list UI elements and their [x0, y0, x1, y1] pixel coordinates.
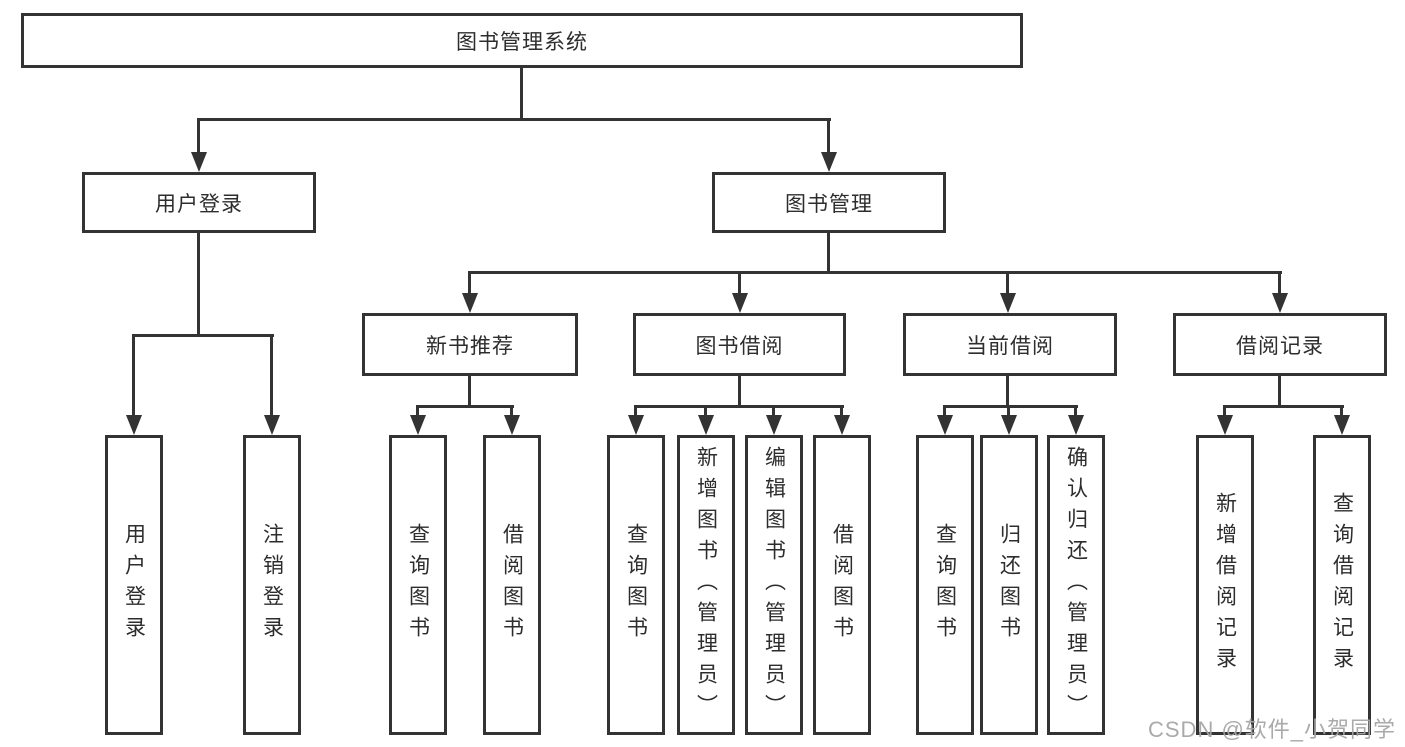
connector-line [738, 376, 741, 407]
node-new-book-recommend: 新书推荐 [362, 313, 578, 376]
connector-line [416, 405, 419, 417]
connector-line [840, 405, 843, 417]
leaf-query-books-3: 查询图书 [916, 435, 974, 735]
connector-line [468, 271, 1282, 274]
leaf-query-borrow-record: 查询借阅记录 [1313, 435, 1371, 735]
leaf-label: 编辑图书（管理员） [762, 445, 786, 725]
connector-line [132, 334, 135, 417]
connector-line [270, 334, 273, 417]
leaf-add-book-admin: 新增图书（管理员） [677, 435, 735, 735]
node-user-login: 用户登录 [82, 172, 316, 233]
connector-line [1006, 271, 1009, 295]
node-label: 当前借阅 [966, 334, 1054, 358]
leaf-label: 借阅图书 [500, 523, 524, 647]
connector-line [197, 233, 200, 336]
connector-line [1074, 405, 1077, 417]
node-label: 用户登录 [155, 192, 243, 216]
connector-line [634, 405, 844, 408]
connector-line [468, 271, 471, 295]
leaf-label: 新增借阅记录 [1213, 492, 1237, 678]
node-borrow-records: 借阅记录 [1173, 313, 1387, 376]
connector-line [1278, 271, 1281, 295]
leaf-query-books-1: 查询图书 [389, 435, 447, 735]
connector-arrow [1000, 293, 1016, 313]
leaf-label: 借阅图书 [830, 523, 854, 647]
connector-arrow [462, 293, 478, 313]
connector-arrow [937, 415, 953, 435]
connector-line [197, 118, 200, 154]
connector-arrow [766, 415, 782, 435]
connector-arrow [1068, 415, 1084, 435]
connector-line [704, 405, 707, 417]
leaf-label: 查询图书 [933, 523, 957, 647]
connector-line [416, 405, 514, 408]
connector-arrow [834, 415, 850, 435]
connector-arrow [126, 415, 142, 435]
leaf-return-book: 归还图书 [980, 435, 1038, 735]
connector-arrow [732, 293, 748, 313]
connector-line [520, 68, 523, 120]
connector-line [132, 334, 274, 337]
leaf-confirm-return-admin: 确认归还（管理员） [1047, 435, 1105, 735]
connector-arrow [504, 415, 520, 435]
leaf-label: 归还图书 [997, 523, 1021, 647]
leaf-query-books-2: 查询图书 [607, 435, 665, 735]
node-label: 图书管理系统 [456, 30, 588, 54]
node-label: 借阅记录 [1236, 334, 1324, 358]
leaf-label: 查询借阅记录 [1330, 492, 1354, 678]
leaf-label: 确认归还（管理员） [1064, 445, 1088, 725]
leaf-borrow-books-1: 借阅图书 [483, 435, 541, 735]
connector-arrow [821, 152, 837, 172]
node-book-borrowing: 图书借阅 [633, 313, 846, 376]
leaf-label: 用户登录 [122, 523, 146, 647]
connector-line [1223, 405, 1344, 408]
connector-line [1007, 405, 1010, 417]
connector-line [197, 118, 831, 121]
connector-line [1223, 405, 1226, 417]
leaf-logout: 注销登录 [243, 435, 301, 735]
connector-line [772, 405, 775, 417]
leaf-user-login: 用户登录 [105, 435, 163, 735]
connector-arrow [264, 415, 280, 435]
connector-arrow [410, 415, 426, 435]
connector-arrow [1217, 415, 1233, 435]
node-library-system: 图书管理系统 [21, 13, 1023, 68]
connector-arrow [191, 152, 207, 172]
connector-line [943, 405, 1078, 408]
connector-arrow [698, 415, 714, 435]
connector-line [738, 271, 741, 295]
connector-line [1340, 405, 1343, 417]
leaf-label: 注销登录 [260, 523, 284, 647]
leaf-borrow-books-2: 借阅图书 [813, 435, 871, 735]
leaf-label: 新增图书（管理员） [694, 445, 718, 725]
watermark: CSDN @软件_小贺同学 [1148, 717, 1397, 742]
node-label: 图书借阅 [695, 334, 784, 358]
node-book-management: 图书管理 [712, 172, 946, 233]
connector-line [827, 233, 830, 273]
leaf-add-borrow-record: 新增借阅记录 [1196, 435, 1254, 735]
connector-arrow [628, 415, 644, 435]
connector-line [468, 376, 471, 407]
connector-line [510, 405, 513, 417]
connector-arrow [1272, 293, 1288, 313]
connector-line [827, 118, 830, 154]
connector-line [634, 405, 637, 417]
connector-line [1278, 376, 1281, 407]
node-current-borrowing: 当前借阅 [903, 313, 1117, 376]
connector-arrow [1334, 415, 1350, 435]
node-label: 图书管理 [785, 192, 873, 216]
connector-line [1006, 376, 1009, 407]
node-label: 新书推荐 [426, 334, 514, 358]
leaf-label: 查询图书 [406, 523, 430, 647]
connector-line [943, 405, 946, 417]
leaf-edit-book-admin: 编辑图书（管理员） [745, 435, 803, 735]
leaf-label: 查询图书 [624, 523, 648, 647]
connector-arrow [1001, 415, 1017, 435]
